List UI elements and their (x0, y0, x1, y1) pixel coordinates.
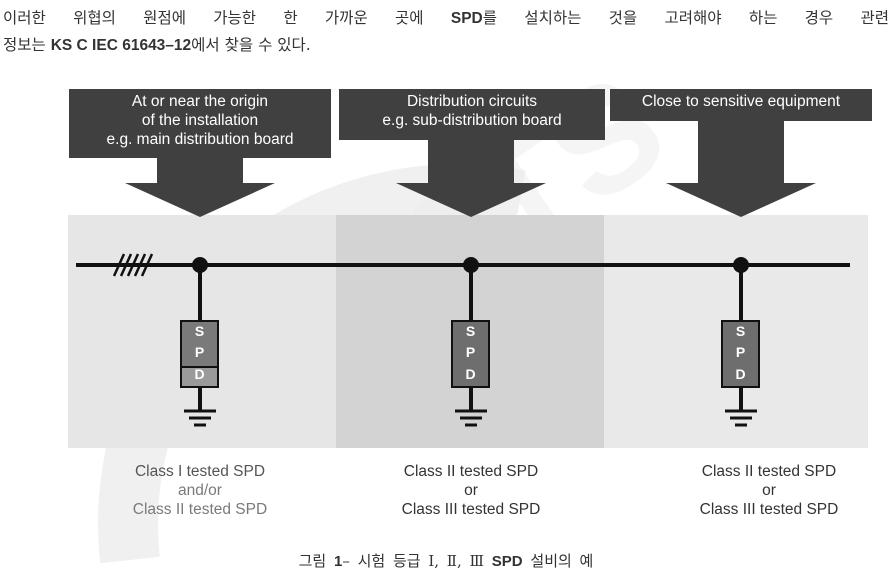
spd-letter: D (465, 366, 475, 382)
header-sensitive: Close to sensitive equipment (610, 89, 872, 121)
class-label-line: Class III tested SPD (699, 501, 839, 518)
spd-branch-distribution: S P D (451, 257, 490, 427)
spd-letter: D (735, 366, 745, 382)
spd-box (451, 320, 490, 388)
spd-letter: S (736, 323, 745, 339)
arrow-distribution (396, 140, 546, 217)
intro-line-1: 이러한 위협의 원점에 가능한 한 가까운 곳에 SPD를 설치하는 것을 고려… (3, 9, 890, 27)
arrow-sensitive (666, 121, 816, 217)
class-label-line: Class I tested SPD (134, 463, 266, 480)
class-label-line: or (464, 482, 478, 499)
spd-letter: P (466, 344, 475, 360)
class-label-line: Class II tested SPD (701, 463, 837, 480)
header-origin-line-2: of the installation (141, 112, 259, 129)
class-label-origin: Class I tested SPD and/or Class II teste… (80, 462, 320, 519)
intro-line-2: 정보는 KS C IEC 61643–12에서 찾을 수 있다. (3, 36, 311, 54)
header-origin: At or near the origin of the installatio… (69, 89, 331, 158)
spd-letter: D (194, 366, 204, 382)
spd-box (721, 320, 760, 388)
class-label-distribution: Class II tested SPD or Class III tested … (351, 462, 591, 519)
spd-letter: S (466, 323, 475, 339)
spd-letter: P (736, 344, 745, 360)
class-label-line: or (762, 482, 776, 499)
class-label-line: Class II tested SPD (132, 501, 268, 518)
class-label-line: Class III tested SPD (401, 501, 541, 518)
figure-caption: 그림 1– 시험 등급 Ⅰ, Ⅱ, Ⅲ SPD 설비의 예 (298, 552, 594, 570)
spd-branch-sensitive: S P D (721, 257, 760, 427)
header-origin-line-3: e.g. main distribution board (106, 131, 294, 148)
header-distribution-line-1: Distribution circuits (406, 93, 538, 110)
header-distribution-line-2: e.g. sub-distribution board (382, 112, 562, 129)
class-label-line: Class II tested SPD (403, 463, 539, 480)
intro-paragraph: 이러한 위협의 원점에 가능한 한 가까운 곳에 SPD를 설치하는 것을 고려… (3, 5, 889, 59)
spd-letter: P (195, 344, 204, 360)
spd-letter: S (195, 323, 204, 339)
spd-branch-origin: S P D (180, 257, 219, 427)
header-sensitive-line-1: Close to sensitive equipment (641, 93, 841, 110)
arrow-origin (125, 157, 275, 217)
header-distribution: Distribution circuits e.g. sub-distribut… (339, 89, 605, 140)
conductor-hatch (112, 253, 154, 277)
header-origin-line-1: At or near the origin (131, 93, 269, 110)
class-label-sensitive: Class II tested SPD or Class III tested … (649, 462, 889, 519)
class-label-line: and/or (178, 482, 222, 499)
